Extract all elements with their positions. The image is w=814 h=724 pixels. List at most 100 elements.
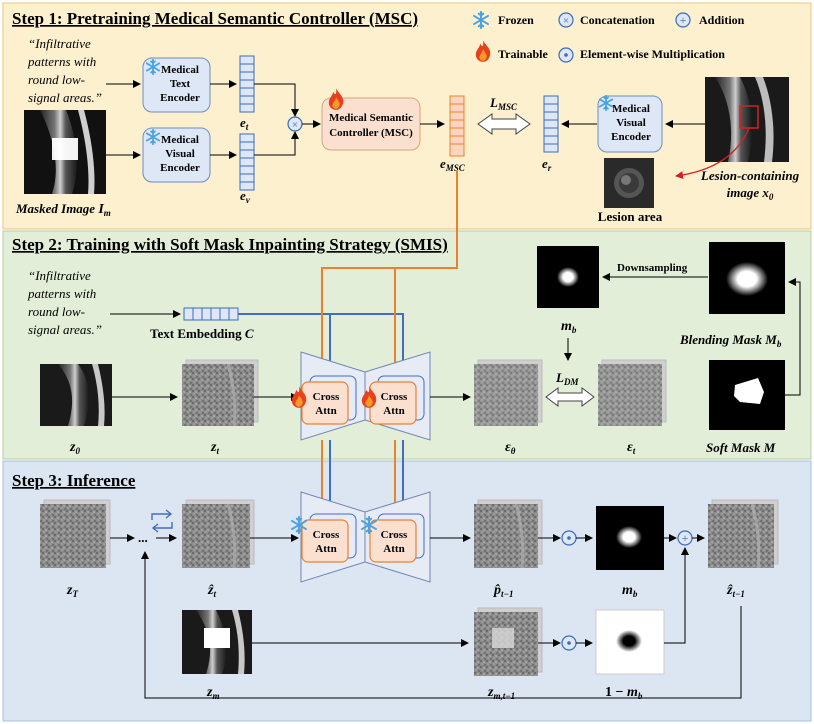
- e-msc-vector: [449, 95, 465, 157]
- svg-text:Encoder: Encoder: [611, 131, 651, 143]
- svg-text:Cross: Cross: [313, 529, 340, 541]
- concatenation-icon: [558, 12, 574, 28]
- e-v-vector: [239, 133, 255, 191]
- msc-loss-arrow: [477, 113, 531, 135]
- svg-text:er: er: [542, 156, 552, 173]
- ellipsis: ...: [138, 530, 148, 545]
- svg-text:zT: zT: [66, 583, 78, 599]
- lesion-image-label: Lesion-containing: [700, 168, 800, 183]
- step1-prompt: “Infiltrative patterns with round low- s…: [27, 36, 102, 105]
- svg-text:Attn: Attn: [383, 543, 404, 555]
- svg-text:×: ×: [292, 119, 298, 131]
- svg-text:et: et: [240, 115, 249, 132]
- blending-mask-label: Blending Mask: [679, 332, 765, 347]
- text-embedding-label: Text Embedding: [150, 326, 245, 341]
- svg-text:Cross: Cross: [313, 391, 340, 403]
- cross-attn-block: [369, 381, 417, 425]
- svg-text:z0: z0: [69, 440, 80, 456]
- text-embedding-vector: [183, 307, 239, 321]
- zT-noise-image: [40, 499, 111, 568]
- legend-element-wise: Element-wise Multiplication: [580, 47, 725, 61]
- zm-t-image: [474, 607, 543, 676]
- legend-concatenation: Concatenation: [580, 13, 655, 27]
- svg-text:Text: Text: [170, 78, 191, 90]
- svg-text:Attn: Attn: [315, 543, 336, 555]
- e-t-vector: [239, 55, 255, 113]
- step3-title: Step 3: Inference: [12, 471, 136, 490]
- legend-frozen: Frozen: [498, 13, 534, 27]
- svg-text:signal areas.”: signal areas.”: [28, 322, 102, 337]
- svg-text:ev: ev: [240, 188, 251, 205]
- cross-attn-block: [369, 519, 417, 563]
- zm-image: [182, 610, 252, 674]
- svg-text:Encoder: Encoder: [160, 92, 200, 104]
- svg-text:Attn: Attn: [315, 405, 336, 417]
- svg-text:mb: mb: [622, 583, 638, 599]
- step1-title: Step 1: Pretraining Medical Semantic Con…: [12, 9, 418, 28]
- e-r-vector: [543, 95, 559, 153]
- svg-text:Cross: Cross: [381, 391, 408, 403]
- svg-text:Medical: Medical: [161, 134, 199, 146]
- lesion-area-image: [604, 158, 654, 208]
- masked-image-label: Masked Image: [15, 201, 98, 216]
- svg-text:eMSC: eMSC: [440, 156, 466, 173]
- unet-step2: [300, 351, 431, 441]
- svg-text:image x0: image x0: [727, 185, 774, 202]
- svg-text:+: +: [680, 13, 687, 27]
- svg-text:ẑt: ẑt: [207, 583, 216, 599]
- svg-text:Masked Image Im: Masked Image Im: [15, 201, 111, 218]
- svg-text:zt: zt: [210, 440, 219, 456]
- cross-attn-block: [301, 381, 349, 425]
- svg-text:LMSC: LMSC: [489, 95, 518, 112]
- eps-theta-image: [474, 359, 543, 426]
- svg-text:Visual: Visual: [165, 148, 195, 160]
- zhat-t-image: [182, 499, 255, 569]
- dm-loss-arrow: [545, 387, 595, 407]
- legend-trainable: Trainable: [498, 47, 548, 61]
- svg-text:round low-: round low-: [28, 304, 85, 319]
- unet-step3: [300, 491, 431, 583]
- svg-text:Medical: Medical: [612, 103, 650, 115]
- svg-text:εt: εt: [627, 440, 636, 456]
- svg-text:+: +: [682, 531, 689, 545]
- masked-image: [24, 110, 106, 194]
- cross-attn-block: [301, 519, 349, 563]
- svg-text:zm: zm: [206, 685, 219, 701]
- svg-text:ẑt−1: ẑt−1: [726, 583, 745, 599]
- svg-text:×: ×: [563, 15, 569, 27]
- svg-text:Cross: Cross: [381, 529, 408, 541]
- step2-title: Step 2: Training with Soft Mask Inpainti…: [12, 235, 448, 254]
- svg-text:LDM: LDM: [555, 370, 579, 387]
- svg-text:Soft Mask M: Soft Mask M: [706, 440, 776, 455]
- svg-text:“Infiltrative: “Infiltrative: [28, 268, 91, 283]
- svg-text:patterns with: patterns with: [27, 286, 96, 301]
- svg-text:Medical: Medical: [161, 64, 199, 76]
- svg-text:1 − mb: 1 − mb: [605, 685, 643, 701]
- z0-image: [40, 364, 112, 426]
- svg-text:Encoder: Encoder: [160, 162, 200, 174]
- svg-text:zm,t−1: zm,t−1: [487, 685, 515, 701]
- eps-t-image: [598, 359, 667, 426]
- svg-text:patterns with: patterns with: [27, 54, 96, 69]
- svg-text:round low-: round low-: [28, 72, 85, 87]
- svg-text:Visual: Visual: [616, 117, 646, 129]
- lesion-area-label: Lesion area: [598, 209, 663, 224]
- addition-icon: [675, 12, 691, 28]
- downsampling-label: Downsampling: [617, 262, 688, 274]
- svg-text:“Infiltrative: “Infiltrative: [28, 36, 91, 51]
- svg-text:Controller (MSC): Controller (MSC): [329, 127, 413, 139]
- p-hat-image: [474, 499, 543, 569]
- medical-text-encoder: [142, 57, 211, 113]
- lesion-containing-image: [705, 77, 789, 162]
- svg-text:Blending Mask Mb: Blending Mask Mb: [679, 332, 782, 349]
- svg-text:mb: mb: [561, 319, 577, 335]
- svg-text:signal areas.”: signal areas.”: [28, 90, 102, 105]
- zhat-out-image: [708, 499, 779, 569]
- svg-text:Attn: Attn: [383, 405, 404, 417]
- svg-text:εθ: εθ: [505, 440, 516, 456]
- svg-text:Text Embedding C: Text Embedding C: [150, 326, 254, 341]
- svg-text:p̂t−1: p̂t−1: [493, 583, 513, 599]
- svg-text:Medical Semantic: Medical Semantic: [329, 112, 413, 124]
- medical-visual-encoder-right: [597, 95, 663, 153]
